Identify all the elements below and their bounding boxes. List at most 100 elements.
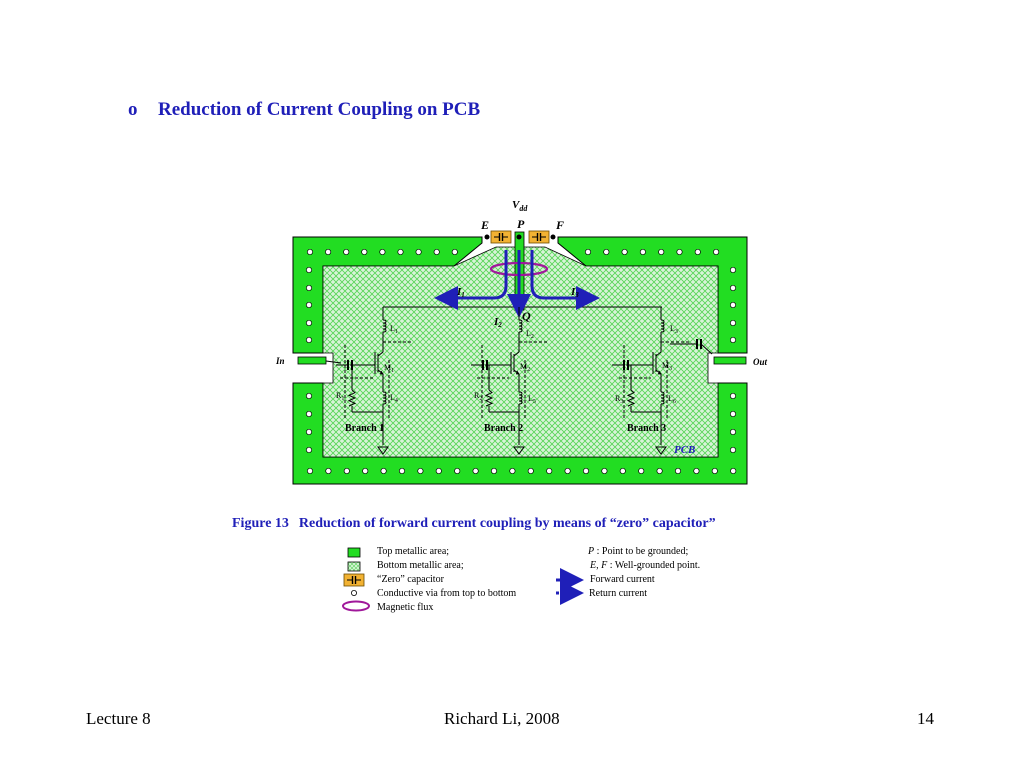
legend-bottom-metal-swatch xyxy=(347,561,361,572)
mosfet-m1-label: M1 xyxy=(384,363,394,374)
inductor xyxy=(382,391,387,405)
vdd-label: Vdd xyxy=(512,199,528,213)
via xyxy=(638,467,645,475)
resistor-r3-label: R3 xyxy=(615,394,623,405)
node-q-label: Q xyxy=(522,309,531,323)
ground-symbol xyxy=(655,446,667,455)
wire xyxy=(513,351,520,357)
via xyxy=(454,467,461,475)
via xyxy=(305,319,313,327)
wire xyxy=(700,343,713,355)
legend-flux-swatch xyxy=(342,600,370,612)
via xyxy=(380,467,387,475)
via xyxy=(305,428,313,436)
output-label: Out xyxy=(753,357,768,367)
via xyxy=(584,248,592,256)
resistor xyxy=(626,389,636,407)
legend-capacitor-swatch xyxy=(343,573,365,587)
via xyxy=(729,301,737,309)
via xyxy=(305,301,313,309)
current-i2-label: I2 xyxy=(493,316,502,329)
wire xyxy=(377,351,384,357)
current-i1-label: I1 xyxy=(456,286,465,299)
current-i3-label: I3 xyxy=(570,286,579,299)
legend-item-top-metal: Top metallic area; xyxy=(377,546,450,557)
wire xyxy=(655,351,662,357)
legend-item-via: Conductive via from top to bottom xyxy=(377,588,517,599)
branch-2-label: Branch 2 xyxy=(484,423,523,434)
via xyxy=(305,284,313,292)
resistor xyxy=(484,389,494,407)
branch-1-label: Branch 1 xyxy=(345,423,384,434)
via xyxy=(601,467,608,475)
via xyxy=(729,266,737,274)
inductor xyxy=(660,391,665,405)
legend-item-bottom-metal: Bottom metallic area; xyxy=(377,560,464,571)
via xyxy=(343,248,350,256)
via xyxy=(621,248,628,256)
via xyxy=(619,467,626,475)
legend-item-return-current: Return current xyxy=(589,588,648,599)
legend-item-forward-current: Forward current xyxy=(590,574,655,585)
inductor-l6-label: L6 xyxy=(668,394,676,405)
current-i3-arrow xyxy=(530,250,600,310)
via xyxy=(305,336,313,344)
current-i1-arrow xyxy=(434,250,508,310)
via xyxy=(306,467,314,475)
via xyxy=(729,428,737,436)
via xyxy=(729,284,737,292)
via xyxy=(472,467,479,475)
inductor-l5-label: L5 xyxy=(528,394,536,405)
footer-author: Richard Li, 2008 xyxy=(444,709,560,728)
via xyxy=(379,248,386,256)
via xyxy=(639,248,646,256)
via xyxy=(305,266,313,274)
inductor-l4-label: L4 xyxy=(390,393,398,404)
resistor-r2-label: R2 xyxy=(474,391,482,402)
via xyxy=(325,467,332,475)
via xyxy=(729,336,737,344)
via xyxy=(713,248,720,256)
via xyxy=(546,467,553,475)
via xyxy=(729,410,737,418)
input-trace xyxy=(297,356,327,365)
node-f-label: F xyxy=(555,218,564,232)
inductor-l1-label: L1 xyxy=(390,324,398,335)
ground-symbol xyxy=(513,446,525,455)
amplifier-branches xyxy=(325,307,713,455)
zero-capacitor-f xyxy=(528,230,550,244)
legend-item-points-ef: E, F : Well-grounded point. xyxy=(590,560,701,571)
via xyxy=(305,392,313,400)
via xyxy=(306,248,314,256)
via xyxy=(325,248,332,256)
legend-via-swatch xyxy=(350,590,357,597)
caption-text: Reduction of forward current coupling by… xyxy=(298,516,716,531)
via xyxy=(674,467,682,475)
via xyxy=(564,467,571,475)
via xyxy=(527,467,534,475)
via xyxy=(694,248,701,256)
node-e-label: E xyxy=(480,218,489,232)
via xyxy=(693,467,700,475)
via xyxy=(417,467,424,475)
mosfet-m3-label: M3 xyxy=(662,361,672,372)
via xyxy=(490,467,498,475)
inductor-l2-label: L2 xyxy=(526,329,534,340)
inductor xyxy=(518,391,523,405)
legend-top-metal-swatch xyxy=(347,547,361,558)
zero-capacitor-e xyxy=(490,230,512,244)
via xyxy=(397,248,404,256)
via xyxy=(343,467,350,475)
legend-item-point-p: P : Point to be grounded; xyxy=(588,546,689,557)
via xyxy=(729,319,737,327)
wire xyxy=(325,360,342,364)
via xyxy=(433,248,440,256)
resistor xyxy=(347,389,357,407)
via xyxy=(361,248,368,256)
branch-3-label: Branch 3 xyxy=(627,423,666,434)
footer-lecture: Lecture 8 xyxy=(86,709,151,728)
via xyxy=(362,467,369,475)
